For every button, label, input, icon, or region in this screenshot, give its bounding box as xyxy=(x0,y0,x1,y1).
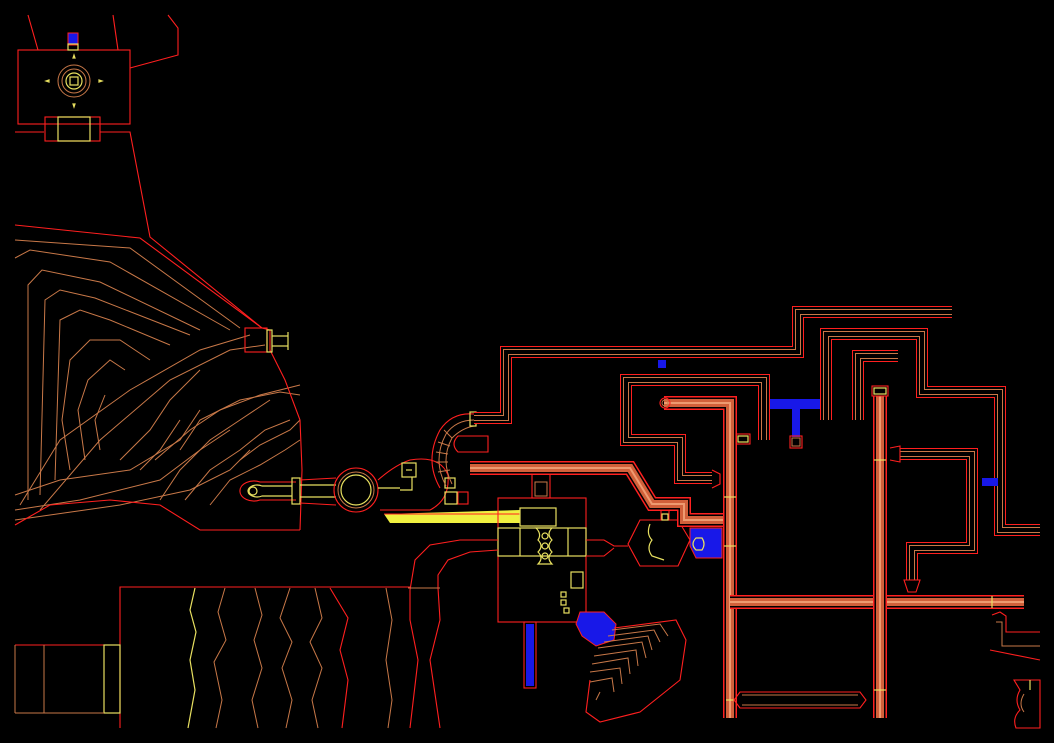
canyon-terrain xyxy=(14,224,303,531)
loop-pipe xyxy=(620,374,770,489)
south-path xyxy=(408,539,499,729)
curved-ramp xyxy=(431,411,489,489)
north-pipe xyxy=(474,306,952,424)
lit-passage xyxy=(384,507,557,527)
main-halls xyxy=(470,385,1024,718)
south-canyon xyxy=(14,586,410,729)
secret-sector xyxy=(67,32,79,46)
east-pipe xyxy=(820,328,1040,536)
south-east-pipe xyxy=(889,445,978,593)
central-building xyxy=(497,469,628,689)
start-room xyxy=(15,14,263,329)
teleport-pad-icon xyxy=(69,76,79,86)
east-edge xyxy=(989,611,1041,729)
blue-t xyxy=(770,399,820,449)
arrow-icon xyxy=(72,53,76,59)
keyhole-corridor xyxy=(239,458,469,513)
stair-pool xyxy=(575,611,687,723)
